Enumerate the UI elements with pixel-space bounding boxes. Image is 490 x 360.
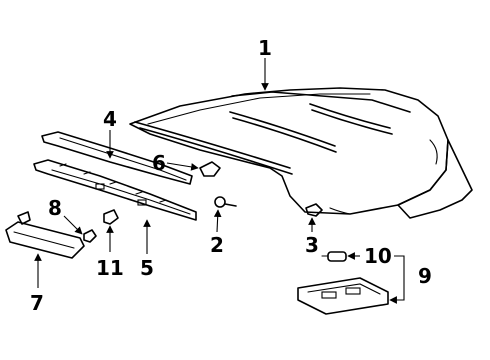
- callout-3: 3: [305, 233, 319, 257]
- dome-lamp-clip: [214, 196, 237, 208]
- callout-4: 4: [103, 107, 117, 131]
- callout-2: 2: [210, 233, 224, 257]
- callout-7: 7: [30, 291, 44, 315]
- sunvisor: [5, 211, 85, 259]
- lamp-assembly: [297, 277, 389, 315]
- lamp-bulb: [321, 251, 347, 262]
- callout-8: 8: [48, 196, 62, 220]
- leader-lines: [34, 58, 405, 304]
- callout-11: 11: [96, 256, 124, 280]
- callout-6: 6: [152, 151, 166, 175]
- callout-9: 9: [418, 264, 432, 288]
- sunvisor-clip: [83, 229, 97, 243]
- callout-5: 5: [140, 256, 154, 280]
- callouts: 1 2 3 4 5 6 7 8 9 10 11: [30, 36, 432, 315]
- sunvisor-support-rail: [33, 159, 197, 221]
- roof-panel: [129, 87, 473, 219]
- front-header-panel: [41, 131, 193, 185]
- support-bracket: [103, 209, 119, 225]
- callout-1: 1: [258, 36, 272, 60]
- retainer-clip: [199, 161, 221, 177]
- callout-10: 10: [364, 244, 392, 268]
- dome-lamp-bulb: [305, 203, 323, 217]
